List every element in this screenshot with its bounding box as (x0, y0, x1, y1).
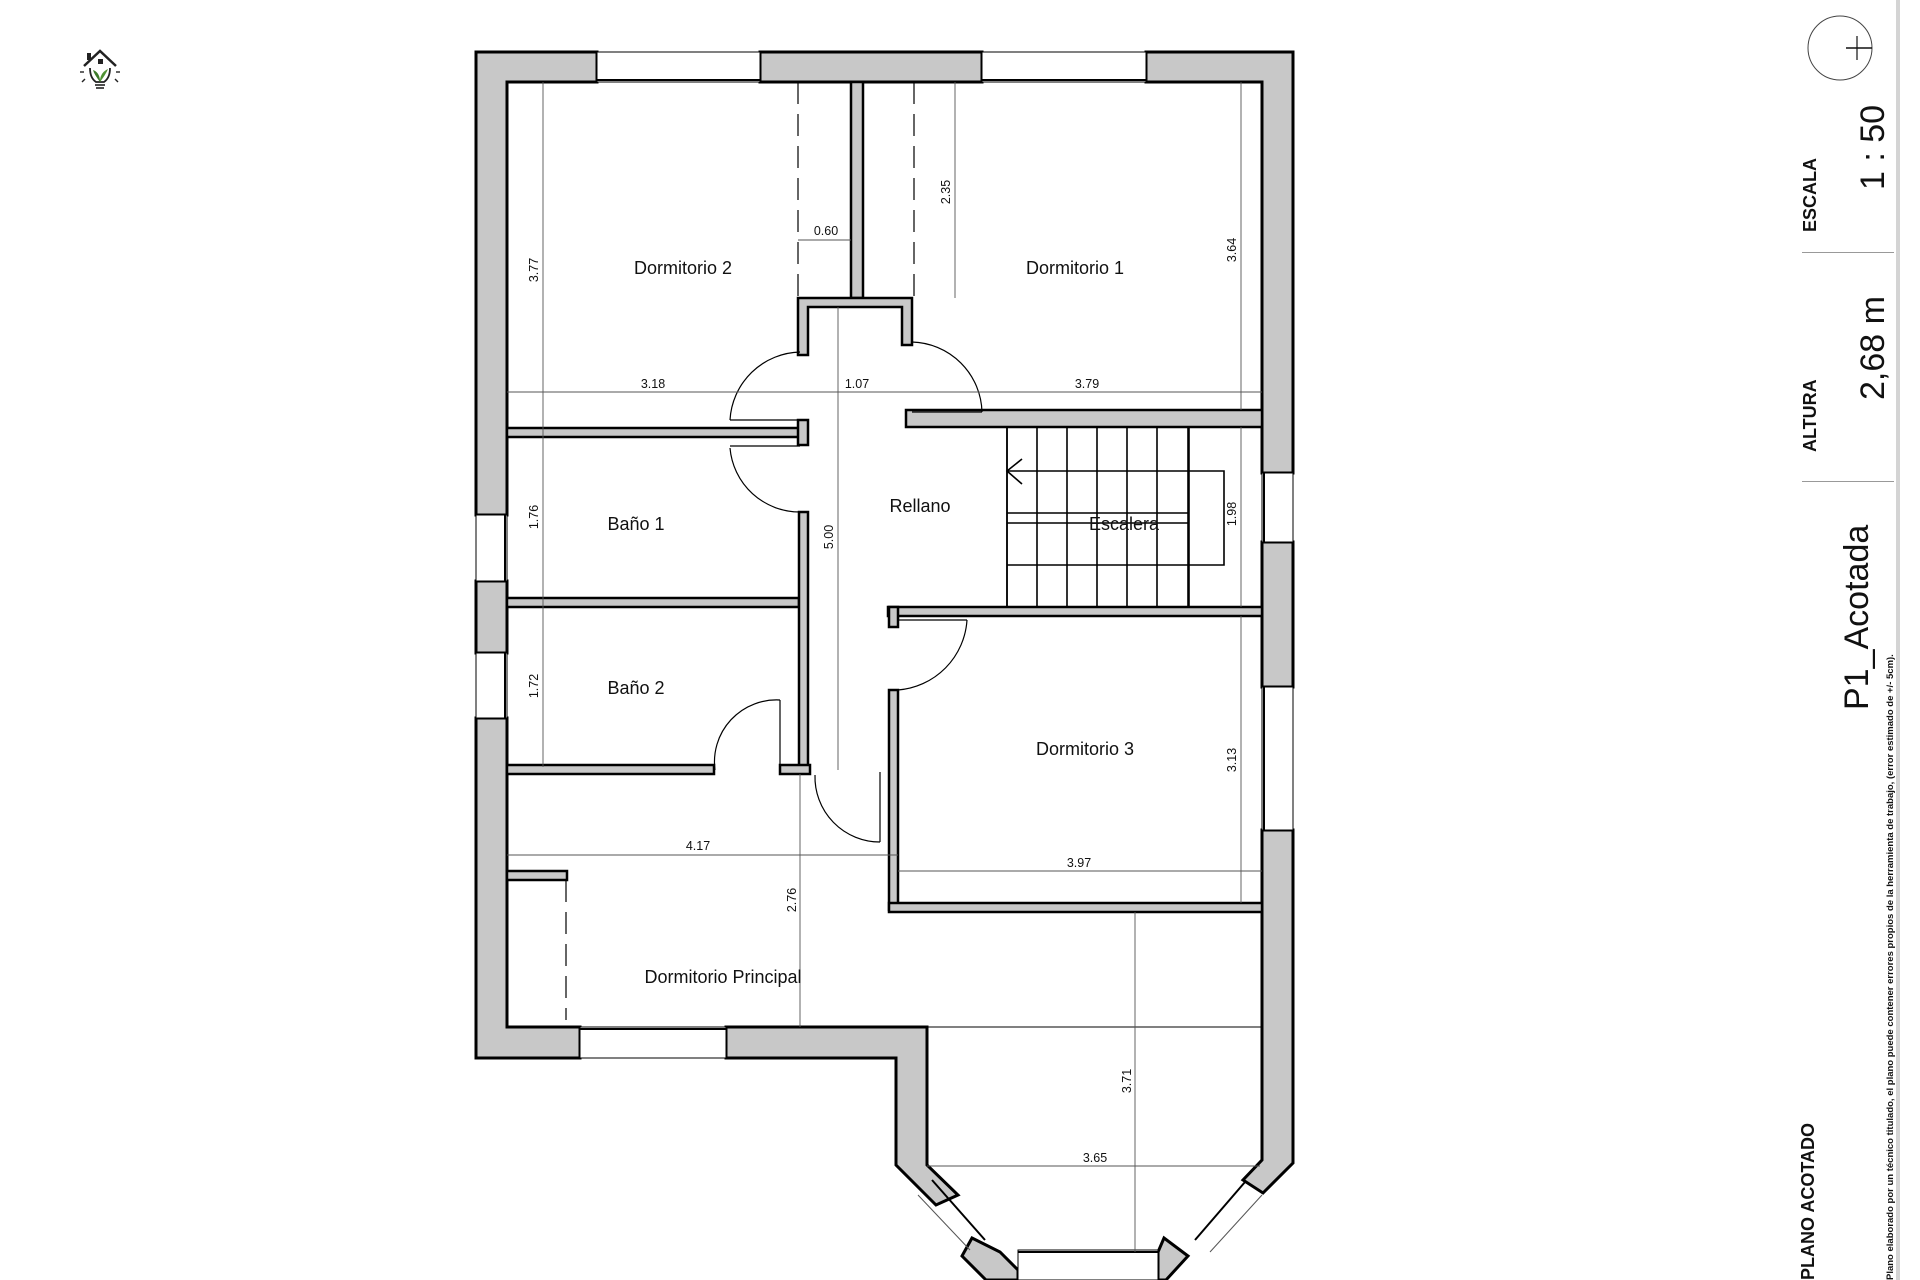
dimension-lines (507, 82, 1262, 1252)
dim-d1-width: 3.79 (1075, 377, 1099, 391)
dim-bay-height: 3.71 (1120, 1069, 1134, 1093)
room-label-bano-2: Baño 2 (607, 678, 664, 698)
dim-dp-height: 2.76 (785, 888, 799, 912)
north-arrow-icon (1807, 15, 1873, 81)
house-lightbulb-leaf-icon (80, 49, 120, 89)
room-labels: Dormitorio 2 Dormitorio 1 Baño 1 Baño 2 … (607, 258, 1160, 987)
altura-value: 2,68 m (1854, 296, 1892, 400)
dim-d1-closet: 2.35 (939, 180, 953, 204)
stair-arrow-icon (1005, 458, 1023, 485)
exterior-walls (474, 50, 1295, 1280)
dim-d2-closet: 0.60 (814, 224, 838, 238)
room-label-dormitorio-principal: Dormitorio Principal (644, 967, 801, 987)
dim-escalera-width: 1.98 (1225, 502, 1239, 526)
room-label-dormitorio-3: Dormitorio 3 (1036, 739, 1134, 759)
closet-lines (565, 82, 915, 1020)
title-block: ESCALA 1 : 50 ALTURA 2,68 m P1_Acotada P… (1780, 0, 1900, 1280)
title-block-border (1896, 0, 1900, 1280)
dim-d1-height: 3.64 (1225, 238, 1239, 262)
sheet-name: P1_Acotada (1838, 524, 1876, 710)
dimension-labels: 3.77 0.60 3.18 1.07 2.35 3.64 3.79 1.76 … (527, 180, 1239, 1165)
dim-d2-width: 3.18 (641, 377, 665, 391)
dim-d3-width: 3.97 (1067, 856, 1091, 870)
room-label-dormitorio-1: Dormitorio 1 (1026, 258, 1124, 278)
inner-lines (506, 81, 1263, 1028)
escala-value: 1 : 50 (1854, 104, 1892, 190)
room-label-escalera: Escalera (1089, 514, 1160, 534)
dim-rellano-length: 5.00 (822, 525, 836, 549)
escala-label: ESCALA (1800, 157, 1820, 232)
room-label-rellano: Rellano (889, 496, 950, 516)
room-label-bano-1: Baño 1 (607, 514, 664, 534)
separator-1 (1802, 252, 1894, 253)
altura-label: ALTURA (1800, 379, 1820, 452)
doors (713, 341, 983, 843)
dim-bano1-height: 1.76 (527, 505, 541, 529)
logo (72, 42, 128, 98)
windows (475, 51, 1294, 1280)
dim-hall-width: 1.07 (845, 377, 869, 391)
dim-d3-height: 3.13 (1225, 748, 1239, 772)
separator-2 (1802, 481, 1894, 482)
disclaimer-text: Plano elaborado por un técnico titulado,… (1885, 654, 1896, 1280)
plan-type-label: PLANO ACOTADO (1798, 1123, 1818, 1280)
dim-dp-width: 4.17 (686, 839, 710, 853)
staircase (1005, 426, 1225, 608)
room-label-dormitorio-2: Dormitorio 2 (634, 258, 732, 278)
interior-walls (505, 80, 1264, 914)
dim-d2-height: 3.77 (527, 258, 541, 282)
dim-bay-width: 3.65 (1083, 1151, 1107, 1165)
dim-bano2-height: 1.72 (527, 674, 541, 698)
